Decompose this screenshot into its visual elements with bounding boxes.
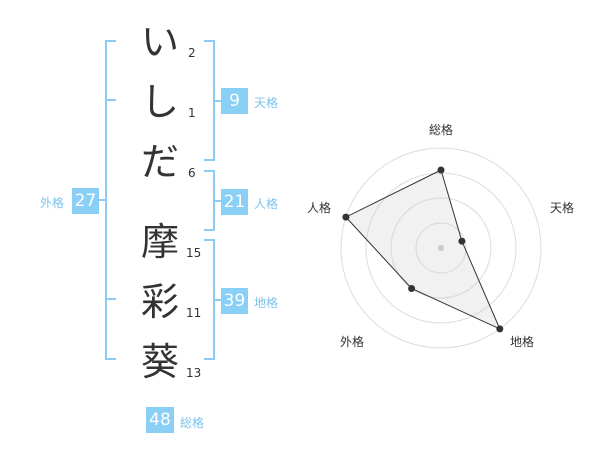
name-char-1: い xyxy=(140,20,179,64)
name-char-5: 彩 xyxy=(140,280,179,324)
stroke-count-3: 6 xyxy=(188,166,196,180)
jinkaku-value: 21 xyxy=(221,189,248,215)
tenkaku-label: 天格 xyxy=(254,96,279,110)
soukaku-value: 48 xyxy=(146,407,174,433)
radar-ring xyxy=(390,197,492,299)
tenkaku-value: 9 xyxy=(221,88,248,114)
radar-points xyxy=(342,166,504,333)
stroke-count-5: 11 xyxy=(186,306,202,320)
axis-label-soukaku: 総格 xyxy=(429,122,453,137)
radar-area xyxy=(345,169,501,330)
chikaku-value: 39 xyxy=(221,288,248,314)
radar-center xyxy=(438,245,444,251)
chikaku-bracket xyxy=(204,239,215,360)
stroke-count-1: 2 xyxy=(188,46,196,60)
chikaku-label: 地格 xyxy=(254,296,279,310)
radar-point-4 xyxy=(408,285,416,292)
axis-label-jinkaku: 人格 xyxy=(307,200,331,215)
axis-label-tenkaku: 天格 xyxy=(550,200,574,215)
stroke-count-2: 1 xyxy=(188,106,196,120)
radar-ring xyxy=(415,222,467,274)
name-char-4: 摩 xyxy=(140,220,179,264)
tenkaku-bracket xyxy=(204,40,215,161)
jinkaku-bracket xyxy=(204,170,215,231)
soukaku-label: 総格 xyxy=(180,416,205,430)
gaikaku-label: 外格 xyxy=(40,196,65,210)
radar-point-2 xyxy=(458,237,466,245)
radar-point-5 xyxy=(342,213,350,221)
radar-point-3 xyxy=(496,325,504,333)
name-char-6: 葵 xyxy=(140,340,179,384)
axis-label-chikaku: 地格 xyxy=(510,334,534,349)
radar-ring xyxy=(340,147,542,349)
gaikaku-bracket xyxy=(105,40,116,360)
axis-label-gaikaku: 外格 xyxy=(340,334,364,349)
radar-point-1 xyxy=(437,166,445,174)
name-char-2: し xyxy=(140,80,179,124)
stroke-count-4: 15 xyxy=(186,246,202,260)
gaikaku-value: 27 xyxy=(72,188,99,214)
jinkaku-label: 人格 xyxy=(254,197,279,211)
name-char-3: だ xyxy=(140,140,179,184)
radar-chart: 総格 天格 地格 外格 人格 xyxy=(307,122,574,349)
stroke-count-6: 13 xyxy=(186,366,202,380)
